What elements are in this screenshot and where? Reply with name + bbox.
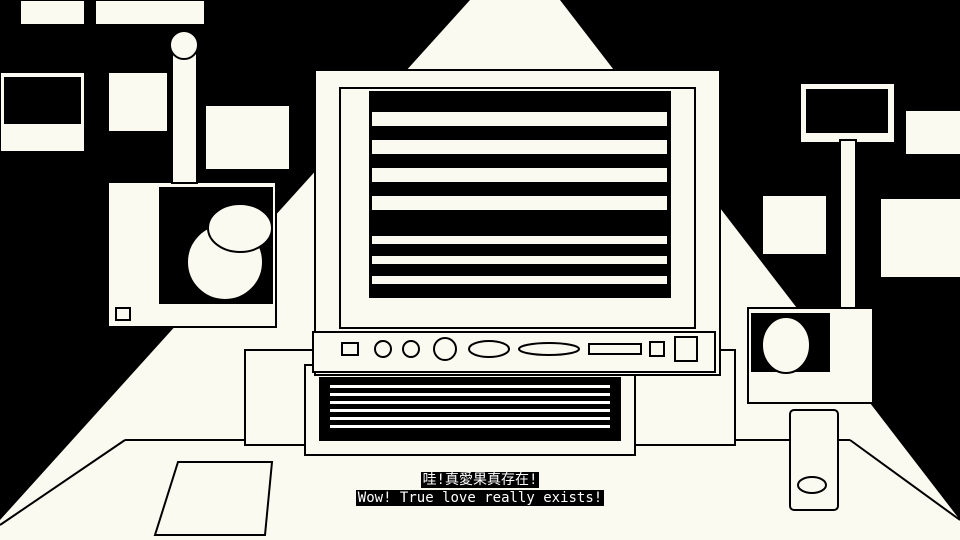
vent-grille (330, 385, 610, 428)
wall-monitors-left (0, 0, 291, 171)
screen-grid (372, 112, 667, 284)
subtitle-chinese-row: 哇!真愛果真存在! (0, 472, 960, 488)
subtitle-chinese: 哇!真愛果真存在! (420, 472, 540, 488)
subtitle-english-row: Wow! True love really exists! (0, 490, 960, 506)
tv-controls (341, 336, 698, 362)
left-monitor (107, 30, 277, 328)
remotes (153, 409, 839, 536)
wall-monitors-right (747, 82, 960, 404)
subtitle-english: Wow! True love really exists! (355, 490, 605, 506)
